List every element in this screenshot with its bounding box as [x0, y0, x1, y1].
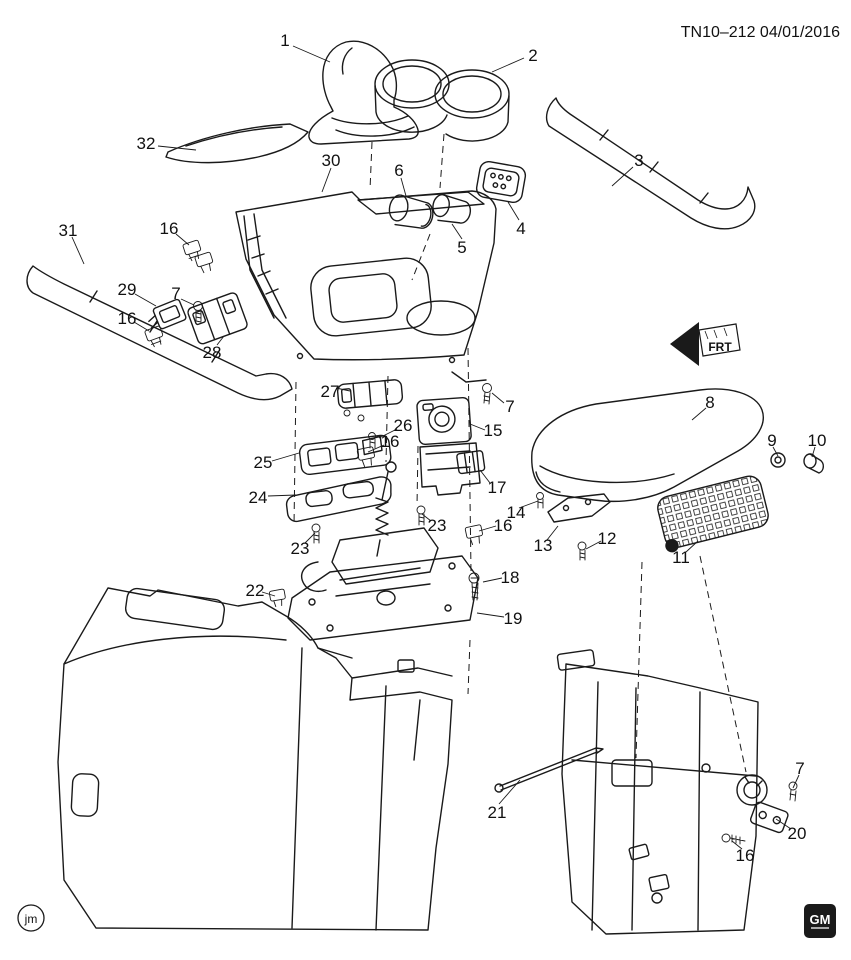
callout-labels: 1 2 32 30 6 3 4 5 31 16 29 7 16 28 27 7 …	[59, 31, 827, 865]
part-callout: 19	[504, 609, 523, 628]
part-callout: 29	[118, 280, 137, 299]
part-callout: 28	[203, 343, 222, 362]
part-12-screw	[577, 541, 587, 561]
part-26-screw	[368, 432, 376, 449]
part-4-outlet-face	[475, 161, 527, 203]
gm-logo-text: GM	[810, 912, 831, 927]
part-31-left-trim-strip	[26, 265, 293, 401]
part-17-connector	[456, 450, 486, 475]
part-16-bolt-e	[721, 833, 746, 845]
frt-arrow-hatching	[704, 327, 728, 340]
part-23-screw-left	[311, 523, 321, 544]
part-1-shift-knob	[308, 40, 419, 145]
part-callout: 17	[488, 478, 507, 497]
part-23-screw-right	[416, 505, 426, 526]
part-14-screw	[536, 492, 544, 509]
part-19-shifter-assembly	[287, 461, 479, 641]
part-callout: 16	[160, 219, 179, 238]
part-callout: 15	[484, 421, 503, 440]
frt-label: FRT	[708, 340, 732, 354]
part-2-cup-holder	[374, 59, 510, 142]
part-callout: 7	[171, 284, 180, 303]
part-16-clip-b	[144, 325, 164, 348]
part-10-cap	[803, 453, 825, 474]
part-callout: 12	[598, 529, 617, 548]
part-callout: 25	[254, 453, 273, 472]
gm-logo: GM	[804, 904, 836, 938]
part-29-switch	[148, 298, 187, 330]
part-callout: 23	[291, 539, 310, 558]
part-callout: 32	[137, 134, 156, 153]
front-console-body	[57, 587, 453, 931]
part-callout: 16	[494, 516, 513, 535]
drawing-title: TN10–212 04/01/2016	[681, 24, 840, 41]
part-30-console-trim	[235, 190, 497, 383]
part-callout: 26	[394, 416, 413, 435]
part-7-screw-striker	[788, 781, 798, 802]
part-callout: 9	[767, 431, 776, 450]
part-15-switch-housing	[419, 442, 481, 496]
part-24-trim-plate	[285, 476, 392, 523]
part-callout: 16	[736, 846, 755, 865]
part-callout: 16	[118, 309, 137, 328]
part-20-striker	[736, 774, 789, 834]
part-28-switch-module	[187, 292, 248, 345]
part-6-outlet-housing	[388, 194, 434, 229]
part-callout: 18	[501, 568, 520, 587]
part-13-bracket	[547, 493, 611, 523]
part-callout: 3	[634, 151, 643, 170]
part-callout: 22	[246, 581, 265, 600]
part-callout: 31	[59, 221, 78, 240]
frt-direction-indicator: FRT	[670, 322, 741, 366]
part-callout: 27	[321, 382, 340, 401]
part-callout: 14	[507, 503, 526, 522]
part-callout: 13	[534, 536, 553, 555]
part-25-switch-panel	[298, 434, 392, 476]
part-9-hinge-pin	[770, 452, 786, 468]
part-5-outlet-socket	[432, 194, 472, 224]
part-callout: 1	[280, 31, 289, 50]
part-3-right-trim-strip	[545, 97, 756, 230]
part-16-clip-a2	[194, 251, 214, 274]
part-21-rod	[494, 747, 604, 793]
part-18-bolt	[468, 572, 480, 601]
part-27-switch-bank	[336, 379, 404, 409]
part-callout: 21	[488, 803, 507, 822]
author-initials: jm	[24, 912, 38, 926]
part-7-screw-console	[482, 383, 492, 405]
part-callout: 10	[808, 431, 827, 450]
part-callout: 7	[795, 759, 804, 778]
part-callout: 11	[672, 548, 690, 567]
author-mark: jm	[17, 904, 45, 932]
part-callout: 20	[788, 824, 807, 843]
part-11-latch-plate	[657, 475, 769, 553]
part-callout: 30	[322, 151, 341, 170]
part-27-screws	[343, 409, 365, 422]
part-callout: 4	[516, 219, 525, 238]
part-callout: 6	[394, 161, 403, 180]
rear-console-body	[556, 649, 759, 935]
part-callout: 2	[528, 46, 537, 65]
part-callout: 7	[505, 397, 514, 416]
part-15-switch-block	[416, 396, 472, 446]
part-callout: 24	[249, 488, 268, 507]
part-16-clip-a	[182, 239, 202, 262]
leader-lines	[71, 45, 816, 850]
part-callout: 16	[381, 432, 400, 451]
part-callout: 5	[457, 238, 466, 257]
part-8-armrest-lid	[531, 388, 764, 503]
part-callout: 8	[705, 393, 714, 412]
part-32-trim-piece	[165, 123, 309, 164]
part-22-clip	[268, 588, 286, 607]
part-callout: 23	[428, 516, 447, 535]
part-16-clip-d	[464, 524, 483, 546]
